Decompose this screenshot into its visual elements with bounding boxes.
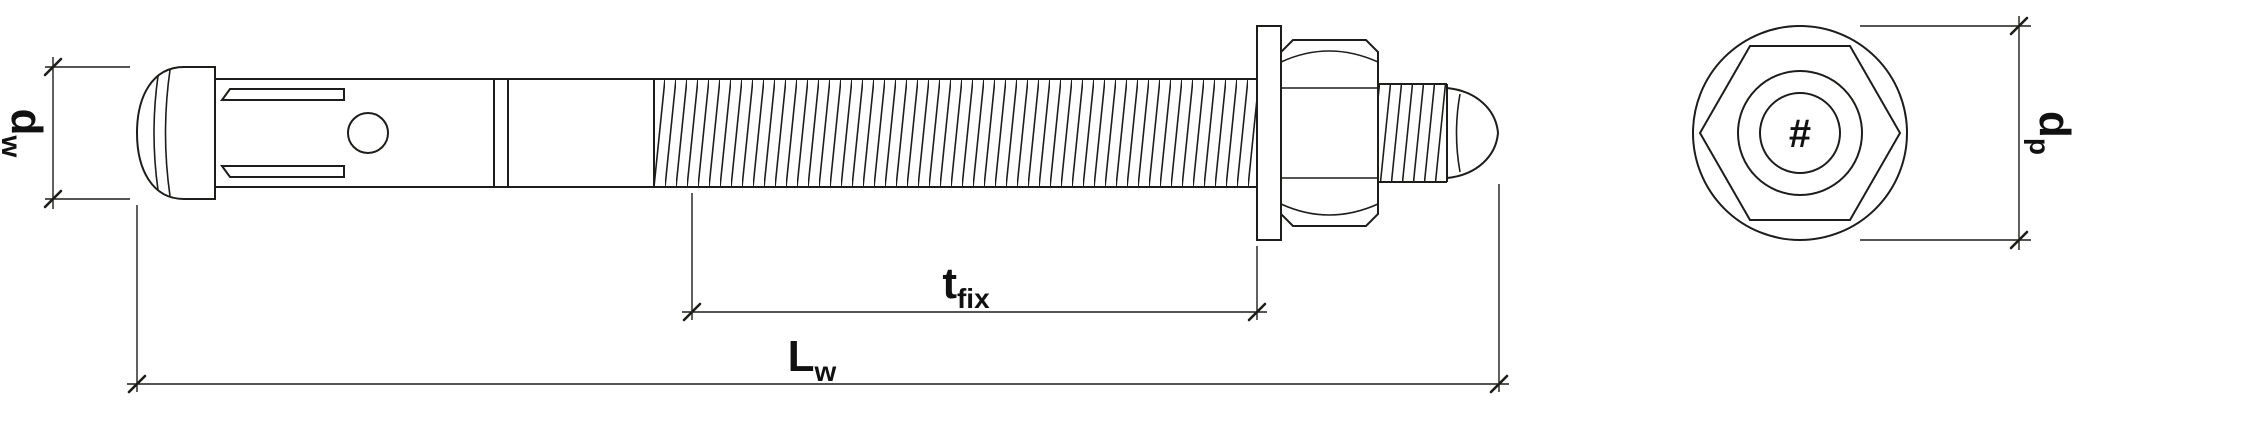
dimension-lw: Lw — [127, 184, 1509, 394]
anchor-head-dome — [135, 66, 216, 200]
thread-section-tip — [1378, 83, 1448, 183]
dim-lw-label: Lw — [788, 332, 837, 387]
thread-hatching — [654, 79, 1257, 187]
end-view: # — [1692, 25, 1908, 241]
washer-outline-circle — [1692, 25, 1908, 241]
anchor-tip — [1446, 87, 1500, 179]
thread-hatching — [1378, 84, 1447, 182]
tip-contour-line — [1455, 93, 1461, 173]
dome-contour-line — [164, 69, 171, 197]
dim-tick — [1247, 302, 1267, 322]
expansion-clip — [220, 79, 509, 187]
stud-end-circle — [1759, 92, 1841, 174]
hex-nut — [1280, 39, 1379, 227]
washer — [1256, 25, 1282, 241]
nut-outline — [1280, 39, 1379, 227]
clip-hole — [347, 112, 389, 154]
clip-slot-bottom — [220, 165, 345, 178]
nut-chamfer-arc — [1280, 203, 1379, 216]
dim-tick — [1489, 374, 1509, 394]
nut-chamfer-arc — [1280, 50, 1379, 63]
dim-dw-label: dw — [0, 109, 51, 158]
size-stamp-mark: # — [1789, 112, 1811, 156]
dim-tick — [43, 189, 63, 209]
dimension-tfix: tfix — [682, 193, 1267, 322]
dim-tick — [43, 57, 63, 77]
hex-nut-front — [1698, 45, 1902, 221]
dimension-dp: dp — [1860, 16, 2079, 250]
dim-tfix-label: tfix — [942, 259, 990, 314]
dome-contour-line — [153, 75, 159, 191]
anchor-side-view — [135, 25, 1500, 241]
nut-chamfer-circle — [1737, 70, 1863, 196]
dim-dp-label: dp — [2024, 111, 2079, 155]
dimension-dw: dw — [0, 57, 130, 209]
dim-tick — [2009, 230, 2029, 250]
thread-section-main — [653, 79, 1257, 187]
dim-tick — [682, 302, 702, 322]
dim-tick — [127, 374, 147, 394]
dim-tick — [2009, 16, 2029, 36]
clip-slot-top — [220, 88, 345, 101]
